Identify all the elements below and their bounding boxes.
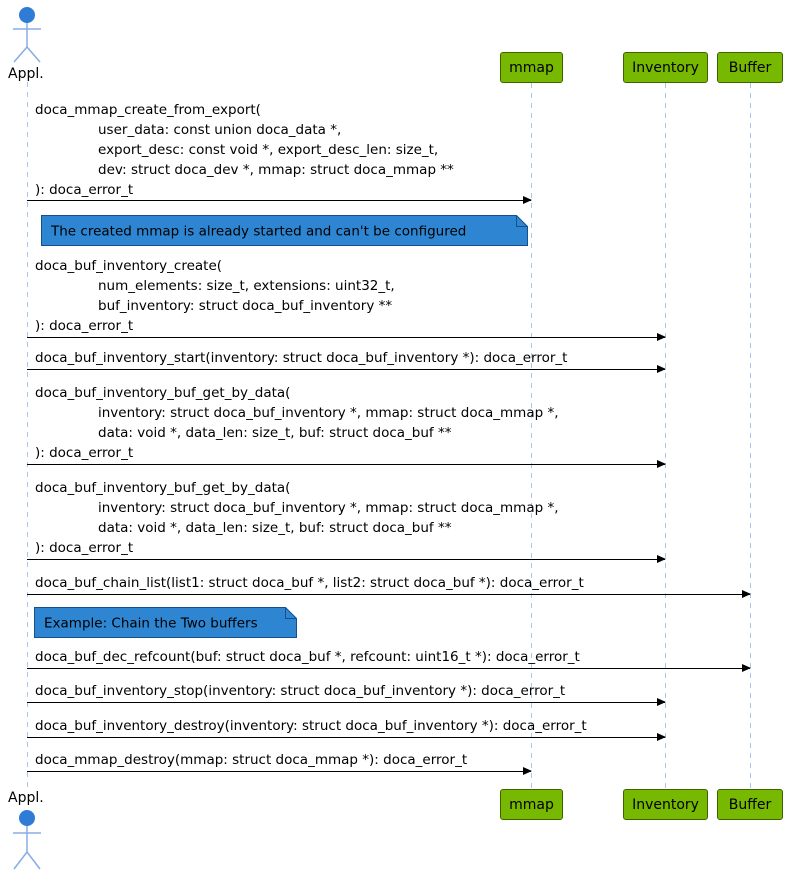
message-line: inventory: struct doca_buf_inventory *, … [98,500,559,516]
participant-label: mmap [509,59,554,76]
actor-head [19,7,35,23]
actor-figure-bottom [13,810,41,870]
message-line: doca_mmap_create_from_export( [35,102,261,118]
message-buf-inventory-stop: doca_buf_inventory_stop(inventory: struc… [35,681,565,701]
message-arrow-to-inventory [27,733,666,741]
participant-label: Inventory [632,59,699,76]
actor-label-top: Appl. [8,66,44,82]
message-line: doca_buf_inventory_stop(inventory: struc… [35,683,566,699]
lifeline-buffer [750,83,751,789]
message-line: data: void *, data_len: size_t, buf: str… [98,425,452,441]
actor-head [19,810,35,826]
participant-box-mmap-bottom: mmap [500,789,563,820]
message-arrow-to-inventory [27,365,666,373]
message-line: doca_buf_inventory_buf_get_by_data( [35,480,291,496]
arrowhead-icon [657,698,666,706]
message-line: doca_buf_inventory_buf_get_by_data( [35,385,291,401]
message-line: ): doca_error_t [35,182,134,198]
message-line: doca_buf_dec_refcount(buf: struct doca_b… [35,649,580,665]
arrowhead-icon [657,333,666,341]
participant-box-inventory-top: Inventory [623,52,708,83]
arrowhead-icon [657,460,666,468]
message-line: doca_buf_inventory_destroy(inventory: st… [35,718,587,734]
message-buf-get-by-data-1: doca_buf_inventory_buf_get_by_data( inve… [35,383,559,463]
arrowhead-icon [657,733,666,741]
participant-box-mmap-top: mmap [500,52,563,83]
arrowhead-icon [523,196,532,204]
message-buf-get-by-data-2: doca_buf_inventory_buf_get_by_data( inve… [35,478,559,558]
arrowhead-icon [657,555,666,563]
message-arrow-to-inventory [27,460,666,468]
note-mmap-already-started: The created mmap is already started and … [41,215,528,246]
arrowhead-icon [657,365,666,373]
actor-figure-top [13,7,41,63]
message-line: ): doca_error_t [35,445,134,461]
participant-label: mmap [509,796,554,813]
message-mmap-destroy: doca_mmap_destroy(mmap: struct doca_mmap… [35,750,467,770]
message-line: ): doca_error_t [35,540,134,556]
message-buf-dec-refcount: doca_buf_dec_refcount(buf: struct doca_b… [35,647,580,667]
participant-label: Buffer [728,796,772,813]
message-line: data: void *, data_len: size_t, buf: str… [98,520,452,536]
note-text: Example: Chain the Two buffers [44,616,258,632]
arrowhead-icon [523,767,532,775]
actor-label-bottom: Appl. [8,790,44,806]
message-line: doca_buf_inventory_start(inventory: stru… [35,350,568,366]
message-line: user_data: const union doca_data *, [98,122,342,138]
lifeline-mmap [531,83,532,789]
message-line: num_elements: size_t, extensions: uint32… [98,278,395,294]
lifeline-inventory [665,83,666,789]
participant-box-buffer-top: Buffer [717,52,783,83]
note-text: The created mmap is already started and … [50,224,466,240]
message-mmap-create-from-export: doca_mmap_create_from_export( user_data:… [35,100,454,200]
arrowhead-icon [742,590,751,598]
note-example-chain: Example: Chain the Two buffers [34,607,297,638]
note-body [41,215,528,246]
message-arrow-to-inventory [27,698,666,706]
actor-limbs [13,826,41,870]
message-line: export_desc: const void *, export_desc_l… [98,142,439,158]
participant-label: Inventory [632,796,699,813]
participant-box-inventory-bottom: Inventory [623,789,708,820]
arrowhead-icon [742,664,751,672]
note-body [34,607,297,638]
lifeline-appl [27,82,28,790]
message-arrow-to-inventory [27,555,666,563]
message-buf-chain-list: doca_buf_chain_list(list1: struct doca_b… [35,573,584,593]
message-line: doca_mmap_destroy(mmap: struct doca_mmap… [35,752,468,768]
message-line: doca_buf_chain_list(list1: struct doca_b… [35,575,584,591]
note-fold-icon [516,215,528,227]
message-line: doca_buf_inventory_create( [35,258,223,274]
message-line: inventory: struct doca_buf_inventory *, … [98,405,559,421]
message-line: buf_inventory: struct doca_buf_inventory… [98,298,393,314]
message-buf-inventory-destroy: doca_buf_inventory_destroy(inventory: st… [35,716,587,736]
note-fold-icon [285,607,297,619]
message-arrow-to-mmap [27,196,532,204]
message-line: dev: struct doca_dev *, mmap: struct doc… [98,162,454,178]
message-arrow-to-buffer [27,590,751,598]
message-buf-inventory-create: doca_buf_inventory_create( num_elements:… [35,256,395,336]
actor-limbs [13,23,41,63]
message-line: ): doca_error_t [35,318,134,334]
message-arrow-to-buffer [27,664,751,672]
message-buf-inventory-start: doca_buf_inventory_start(inventory: stru… [35,348,567,368]
participant-box-buffer-bottom: Buffer [717,789,783,820]
message-arrow-to-inventory [27,333,666,341]
message-arrow-to-mmap [27,767,532,775]
participant-label: Buffer [728,59,772,76]
